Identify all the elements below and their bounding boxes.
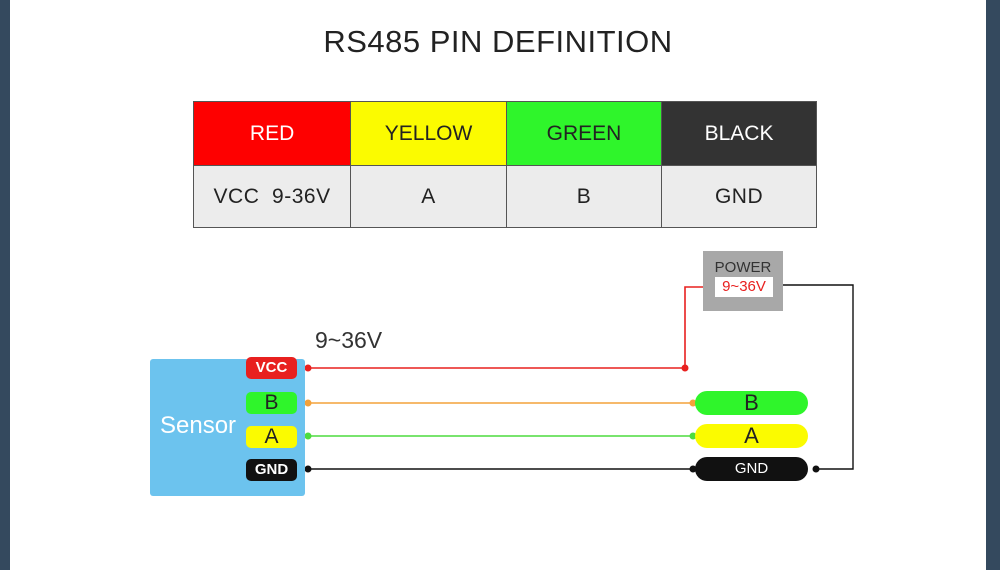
sensor-pin-gnd: GND — [246, 459, 297, 481]
a-start-dot — [304, 432, 312, 440]
pin-definition-table: RED YELLOW GREEN BLACK VCC 9-36V A B GND — [192, 101, 817, 228]
color-cell-yellow: YELLOW — [350, 101, 507, 166]
color-cell-black: BLACK — [661, 101, 817, 166]
color-cell-green: GREEN — [505, 101, 663, 166]
bus-pill-gnd: GND — [695, 457, 808, 481]
function-cell-a: A — [350, 165, 507, 228]
function-cell-b: B — [505, 165, 663, 228]
sensor-label: Sensor — [160, 412, 237, 439]
function-cell-gnd: GND — [661, 165, 817, 228]
bus-pill-a: A — [695, 424, 808, 448]
page-title: RS485 PIN DEFINITION — [323, 24, 673, 59]
gnd-end-dot — [689, 465, 697, 473]
voltage-note: 9~36V — [315, 327, 383, 353]
page: RS485 PIN DEFINITION RED YELLOW GREEN BL… — [10, 0, 986, 570]
power-title: POWER — [714, 259, 772, 276]
table-row-functions: VCC 9-36V A B GND — [192, 165, 817, 228]
wiring-diagram — [304, 284, 854, 473]
vcc-start-dot — [304, 364, 312, 372]
color-cell-red: RED — [192, 101, 352, 166]
function-cell-vcc: VCC 9-36V — [192, 165, 352, 228]
bus-pill-b: B — [695, 391, 808, 415]
vcc-end-dot — [681, 364, 689, 372]
sensor-pin-vcc: VCC — [246, 357, 297, 379]
a-end-dot — [689, 432, 697, 440]
sensor-pin-a: A — [246, 426, 297, 448]
gnd-return-dot — [812, 465, 820, 473]
table-row-colors: RED YELLOW GREEN BLACK — [192, 101, 817, 166]
b-end-dot — [689, 399, 697, 407]
power-voltage-label: 9~36V — [715, 277, 773, 297]
vcc-riser-wire — [684, 286, 703, 368]
gnd-start-dot — [304, 465, 312, 473]
power-gnd-return-wire — [783, 284, 854, 470]
sensor-pin-b: B — [246, 392, 297, 414]
b-start-dot — [304, 399, 312, 407]
